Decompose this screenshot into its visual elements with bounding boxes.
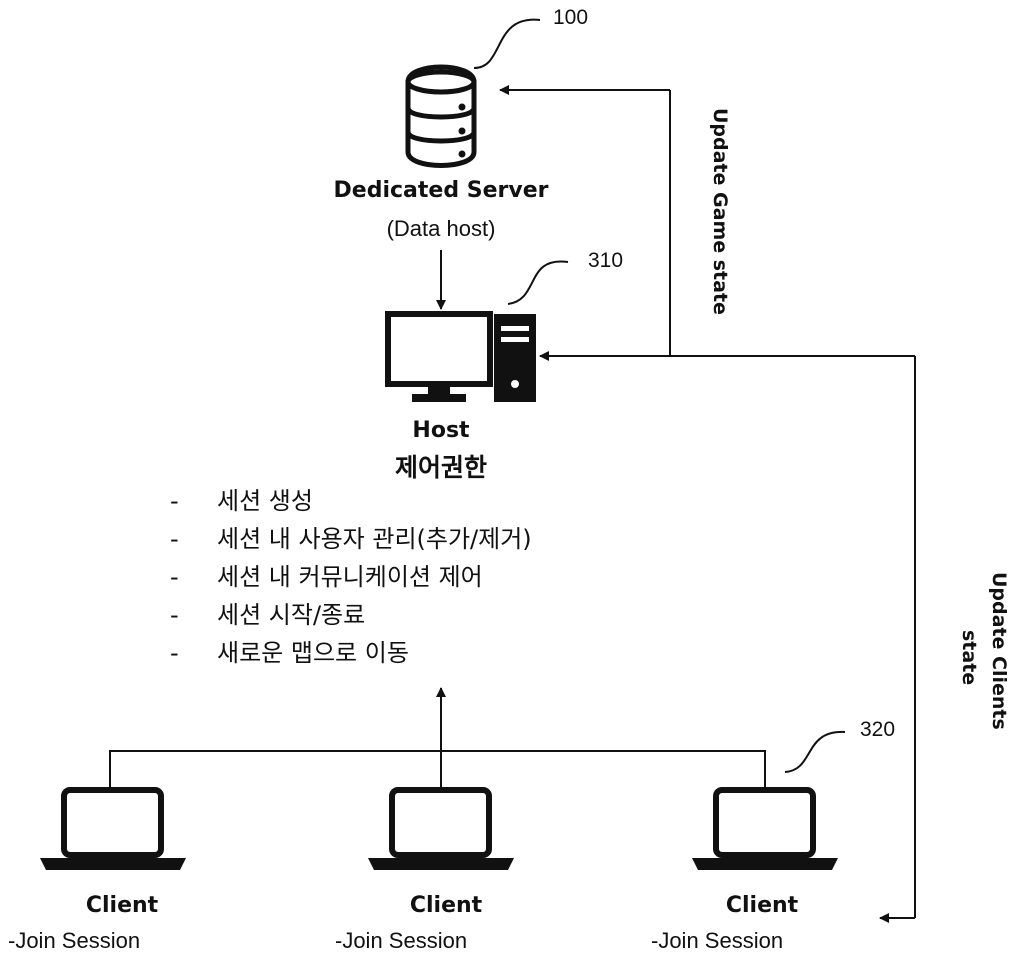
list-item: - 세션 생성 <box>170 482 532 520</box>
host-reference-number: 310 <box>588 249 624 272</box>
list-item-text: 세션 생성 <box>217 487 313 515</box>
host-title: Host <box>412 418 470 443</box>
update-clients-label-line2: state <box>958 630 980 686</box>
database-server-icon <box>405 64 477 168</box>
server-subtitle: (Data host) <box>386 216 496 241</box>
server-title: Dedicated Server <box>333 178 549 203</box>
list-item-text: 세션 내 사용자 관리(추가/제거) <box>217 525 532 553</box>
list-dash: - <box>170 487 179 515</box>
client-title: Client <box>725 893 799 918</box>
laptop-icon <box>692 787 838 870</box>
list-item-text: 세션 내 커뮤니케이션 제어 <box>217 563 483 591</box>
host-korean-title: 제어권한 <box>394 453 488 482</box>
list-item-text: 새로운 맵으로 이동 <box>217 639 409 667</box>
laptop-icon <box>40 787 186 870</box>
ref-310-leader <box>507 260 569 305</box>
host-responsibility-list: - 세션 생성 - 세션 내 사용자 관리(추가/제거) - 세션 내 커뮤니케이션 … <box>170 482 532 672</box>
client-title: Client <box>409 893 483 918</box>
list-item: - 세션 시작/종료 <box>170 596 532 634</box>
list-item: - 새로운 맵으로 이동 <box>170 634 532 672</box>
list-dash: - <box>170 563 179 591</box>
client-action: -Join Session <box>335 928 468 953</box>
laptop-icon <box>368 787 514 870</box>
list-item: - 세션 내 커뮤니케이션 제어 <box>170 558 532 596</box>
client-reference-number: 320 <box>860 718 896 741</box>
list-item-text: 세션 시작/종료 <box>217 601 366 629</box>
desktop-computer-icon <box>385 311 536 402</box>
update-game-state-label: Update Game state <box>709 108 731 315</box>
update-clients-label-line1: Update Clients <box>988 572 1010 730</box>
ref-320-leader <box>784 730 846 773</box>
list-dash: - <box>170 639 179 667</box>
client-bus-line <box>109 750 766 790</box>
client-action: -Join Session <box>651 928 784 953</box>
client-title: Client <box>85 893 159 918</box>
list-dash: - <box>170 601 179 629</box>
list-dash: - <box>170 525 179 553</box>
list-item: - 세션 내 사용자 관리(추가/제거) <box>170 520 532 558</box>
server-reference-number: 100 <box>553 6 589 29</box>
client-action: -Join Session <box>8 928 141 953</box>
ref-100-leader <box>473 18 541 69</box>
